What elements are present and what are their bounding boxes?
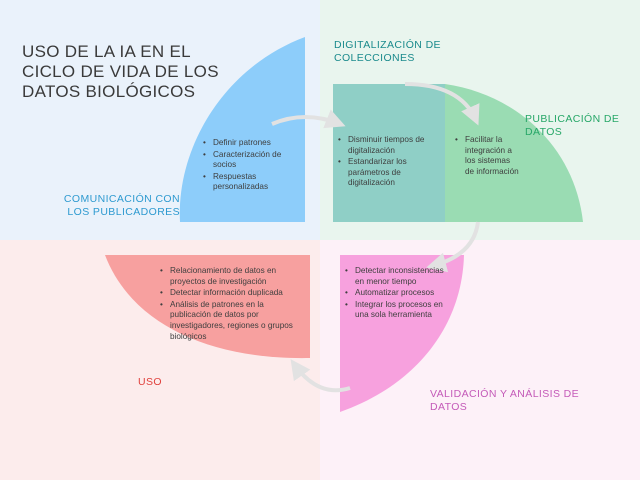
list-item: Disminuir tiempos de digitalización <box>338 135 442 156</box>
list-item: Caracterización de socios <box>203 150 303 171</box>
validation-label: VALIDACIÓN Y ANÁLISIS DE DATOS <box>430 388 580 413</box>
digitization-label: DIGITALIZACIÓN DE COLECCIONES <box>334 39 441 64</box>
use-label: USO <box>138 376 162 388</box>
arrow-digitization-to-publication <box>404 82 480 126</box>
arrow-validation-to-use <box>290 359 351 393</box>
list-item: Automatizar procesos <box>345 288 445 299</box>
arrow-publication-to-validation <box>426 221 480 273</box>
validation-list: Detectar inconsistencias en menor tiempo… <box>345 266 445 322</box>
list-item: Respuestas personalizadas <box>203 172 303 193</box>
publication-label: PUBLICACIÓN DE DATOS <box>525 113 620 138</box>
list-item: Detectar inconsistencias en menor tiempo <box>345 266 445 287</box>
publication-list: Facilitar la integración a los sistemas … <box>455 135 521 178</box>
list-item: Integrar los procesos en una sola herram… <box>345 300 445 321</box>
digitization-list: Disminuir tiempos de digitalización Esta… <box>338 135 442 190</box>
communication-list: Definir patrones Caracterización de soci… <box>203 138 303 194</box>
use-list: Relacionamiento de datos en proyectos de… <box>160 266 305 343</box>
list-item: Relacionamiento de datos en proyectos de… <box>160 266 305 287</box>
list-item: Estandarizar los parámetros de digitaliz… <box>338 157 442 189</box>
list-item: Definir patrones <box>203 138 303 149</box>
arrow-communication-to-digitization <box>271 109 346 129</box>
list-item: Análisis de patrones en la publicación d… <box>160 300 305 342</box>
list-item: Facilitar la integración a los sistemas … <box>455 135 521 177</box>
communication-label: COMUNICACIÓN CON LOS PUBLICADORES <box>63 193 180 218</box>
list-item: Detectar información duplicada <box>160 288 305 299</box>
diagram-title: USO DE LA IA EN EL CICLO DE VIDA DE LOS … <box>22 42 219 101</box>
